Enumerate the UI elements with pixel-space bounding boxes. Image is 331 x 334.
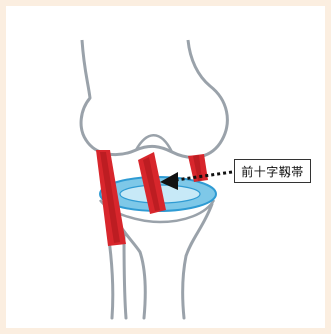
ligament-label-text: 前十字靱帯 — [241, 163, 304, 180]
ligament-label: 前十字靱帯 — [234, 159, 311, 183]
femur-bone — [81, 40, 227, 157]
medial-ligament — [188, 154, 208, 182]
